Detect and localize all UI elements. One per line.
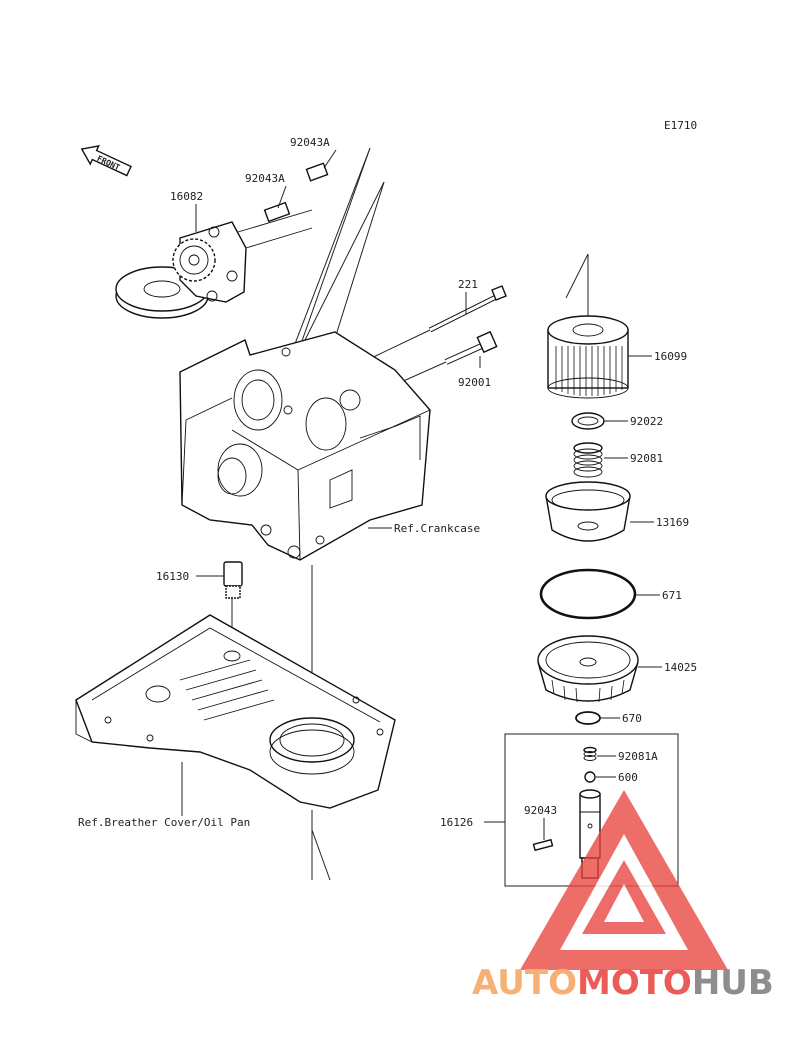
label-92022: 92022 [630, 415, 663, 428]
oil-filter-16099 [547, 315, 629, 399]
o-ring-670 [575, 711, 601, 725]
oil-pump-16082 [115, 209, 313, 319]
pin-92043 [532, 838, 554, 852]
ref-breather-cover-oil-pan: Ref.Breather Cover/Oil Pan [78, 816, 250, 829]
label-14025: 14025 [664, 661, 697, 674]
label-16126: 16126 [440, 816, 473, 829]
fitting-16130 [223, 561, 243, 599]
label-92081: 92081 [630, 452, 663, 465]
crankcase [179, 331, 431, 561]
watermark-hub: HUB [692, 963, 774, 1003]
label-671: 671 [662, 589, 682, 602]
dowel-pin-92043A-upper [305, 162, 329, 182]
dowel-pin-92043A-lower [263, 201, 291, 223]
label-16082: 16082 [170, 190, 203, 203]
filter-cover-14025 [537, 635, 639, 703]
watermark-text: AUTOMOTOHUB [472, 963, 774, 1003]
bolt-221 [428, 285, 507, 333]
label-92001: 92001 [458, 376, 491, 389]
label-670: 670 [622, 712, 642, 725]
watermark-auto: AUTO [472, 963, 577, 1003]
spring-92081A [583, 746, 597, 761]
label-16130: 16130 [156, 570, 189, 583]
label-92043A-lower: 92043A [245, 172, 285, 185]
label-13169: 13169 [656, 516, 689, 529]
label-92043A-upper: 92043A [290, 136, 330, 149]
label-221: 221 [458, 278, 478, 291]
filter-housing-13169 [545, 481, 631, 542]
label-92081A: 92081A [618, 750, 658, 763]
automotohub-logo: AUTOMOTOHUB [472, 790, 774, 1003]
front-arrow-icon: FRONT [80, 144, 132, 177]
o-ring-671 [539, 568, 637, 620]
label-600: 600 [618, 771, 638, 784]
washer-92022 [571, 412, 605, 430]
watermark-moto: MOTO [577, 963, 692, 1003]
bolt-92001 [444, 330, 498, 365]
label-16099: 16099 [654, 350, 687, 363]
ball-600 [584, 771, 596, 783]
ref-crankcase: Ref.Crankcase [394, 522, 480, 535]
oil-pan [75, 614, 396, 809]
diagram-code: E1710 [664, 119, 697, 132]
label-92043: 92043 [524, 804, 557, 817]
spring-92081 [573, 442, 603, 478]
